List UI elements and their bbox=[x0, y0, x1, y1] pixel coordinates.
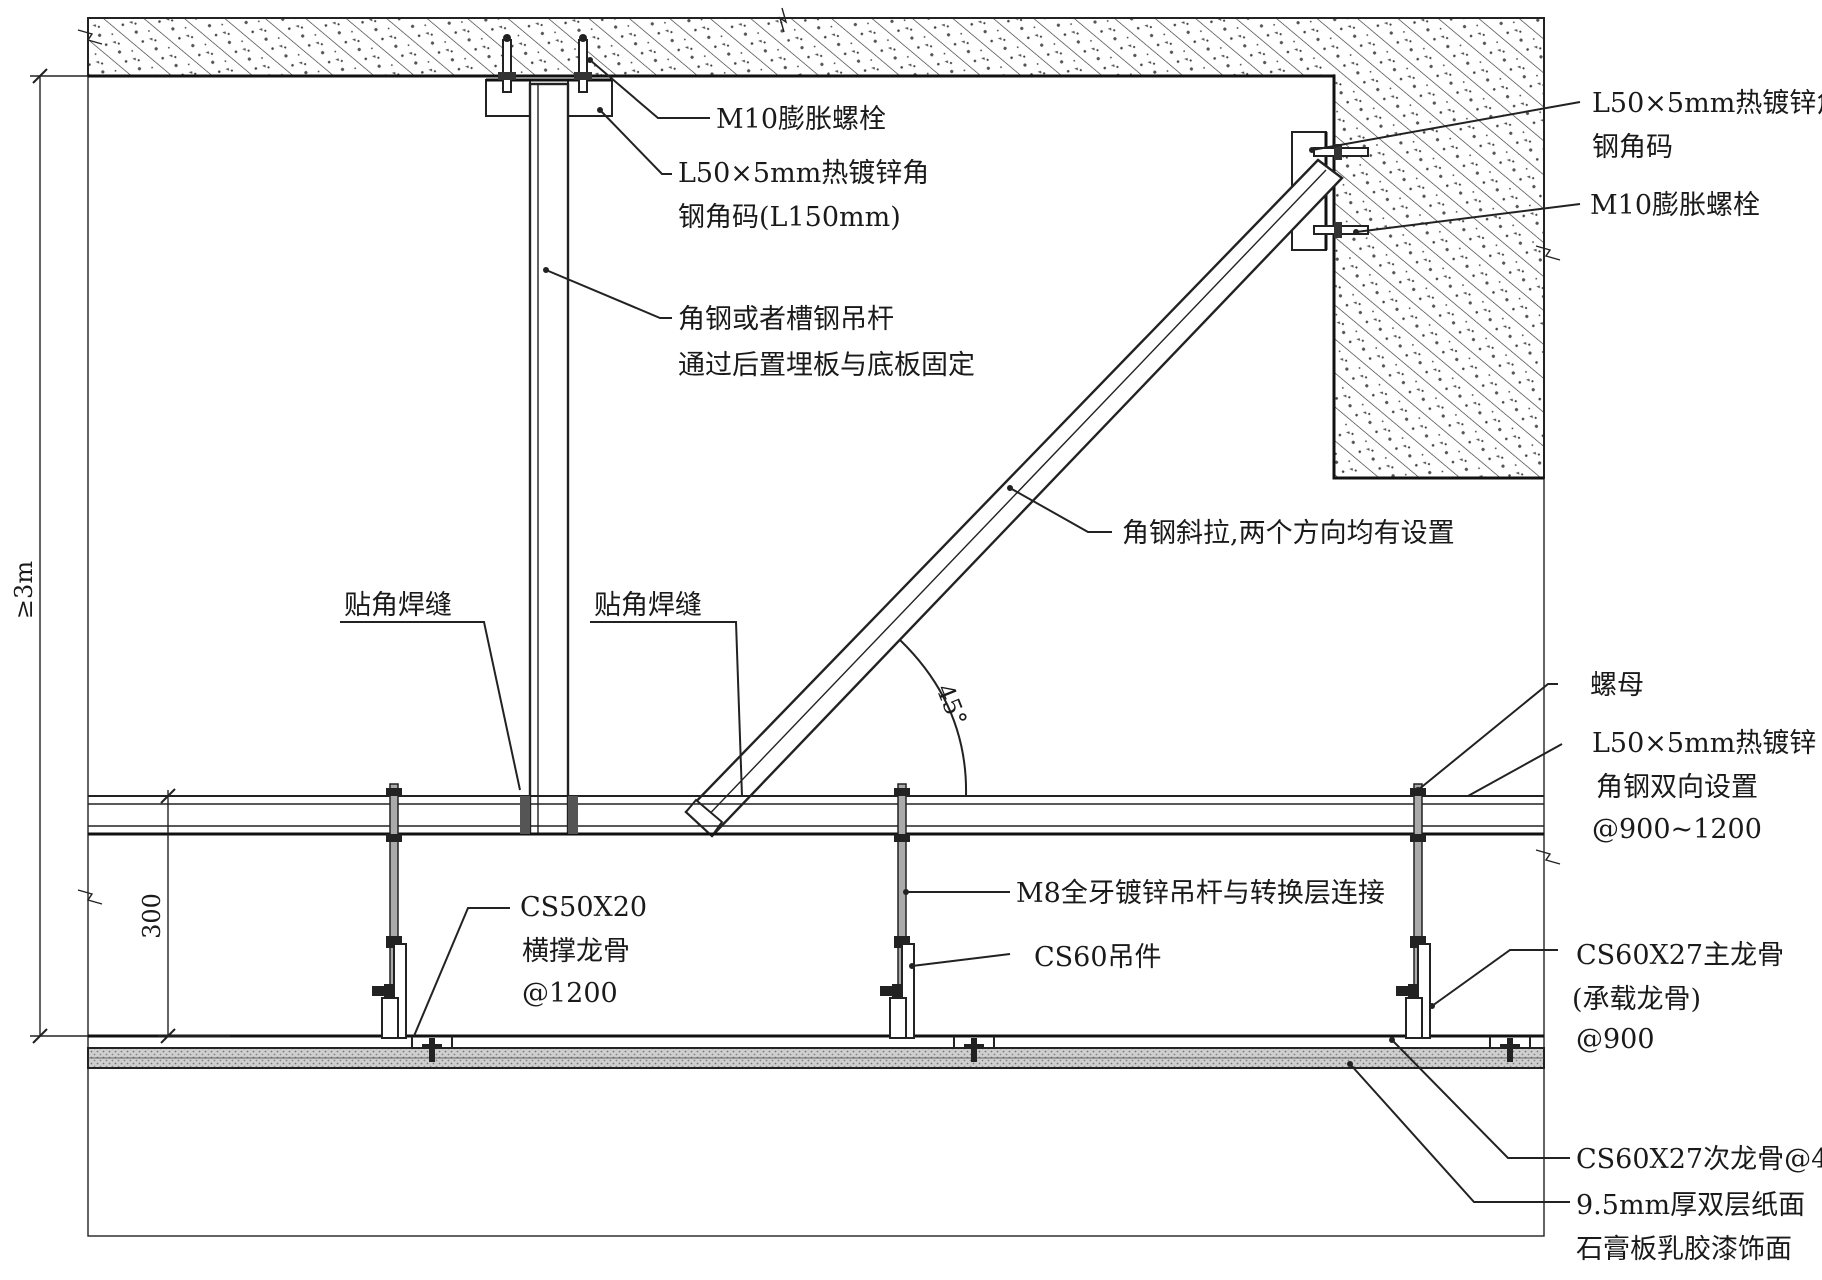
sub-keels bbox=[411, 1036, 1531, 1062]
break-mark-right bbox=[1535, 245, 1561, 261]
break-mark-right-lower bbox=[1535, 849, 1561, 865]
label-cs60-hanger: CS60吊件 bbox=[1034, 942, 1162, 973]
top-expansion-bolts bbox=[498, 34, 592, 93]
dimension-layer-label: 300 bbox=[138, 893, 166, 939]
label-right-angle-2: 钢角码 bbox=[1592, 132, 1673, 163]
diagonal-brace bbox=[684, 158, 1344, 838]
label-cross-keel-1: CS50X20 bbox=[520, 892, 647, 923]
label-right-angle-1: L50×5mm热镀锌角 bbox=[1592, 88, 1822, 119]
label-main-keel-1: CS60X27主龙骨 bbox=[1576, 940, 1784, 971]
angle-arc bbox=[899, 639, 968, 797]
slab-edge bbox=[88, 74, 1544, 480]
label-weld-right: 贴角焊缝 bbox=[594, 590, 702, 621]
transfer-angle-steel bbox=[88, 795, 1544, 836]
dimension-layer bbox=[158, 788, 230, 1044]
label-m8-rod: M8全牙镀锌吊杆与转换层连接 bbox=[1016, 878, 1385, 909]
label-board-1: 9.5mm厚双层纸面 bbox=[1576, 1190, 1805, 1221]
break-mark-top bbox=[778, 7, 788, 33]
m8-hanger-rods bbox=[372, 783, 1431, 1039]
fillet-welds bbox=[520, 796, 578, 834]
label-top-angle-1: L50×5mm热镀锌角 bbox=[678, 158, 929, 189]
label-brace: 角钢斜拉,两个方向均有设置 bbox=[1122, 518, 1455, 549]
label-hanger-rod-2: 通过后置埋板与底板固定 bbox=[678, 350, 975, 381]
dimension-total bbox=[30, 68, 88, 1044]
label-board-2: 石膏板乳胶漆饰面 bbox=[1576, 1234, 1792, 1265]
label-transfer-angle-2: 角钢双向设置 bbox=[1596, 772, 1758, 803]
label-weld-left: 贴角焊缝 bbox=[344, 590, 452, 621]
label-cross-keel-3: @1200 bbox=[522, 978, 618, 1009]
label-transfer-angle-1: L50×5mm热镀锌 bbox=[1592, 728, 1816, 759]
label-sub-keel: CS60X27次龙骨@400 bbox=[1576, 1144, 1822, 1175]
label-transfer-angle-3: @900~1200 bbox=[1592, 814, 1762, 845]
vertical-hanger-rod bbox=[528, 82, 570, 836]
label-cross-keel-2: 横撑龙骨 bbox=[522, 936, 630, 967]
dimension-total-label: ≥3m bbox=[10, 561, 38, 619]
leader-lines bbox=[340, 57, 1581, 1203]
label-top-bolt: M10膨胀螺栓 bbox=[716, 104, 886, 135]
label-main-keel-3: @900 bbox=[1576, 1024, 1655, 1055]
label-hanger-rod-1: 角钢或者槽钢吊杆 bbox=[678, 304, 894, 335]
break-mark-top-left bbox=[77, 29, 103, 45]
break-mark-left bbox=[77, 889, 103, 905]
angle-label: 45° bbox=[930, 680, 972, 730]
label-main-keel-2: (承载龙骨) bbox=[1572, 984, 1701, 1015]
label-right-bolt: M10膨胀螺栓 bbox=[1590, 190, 1760, 221]
label-top-angle-2: 钢角码(L150mm) bbox=[678, 202, 901, 233]
label-nut: 螺母 bbox=[1590, 670, 1644, 701]
